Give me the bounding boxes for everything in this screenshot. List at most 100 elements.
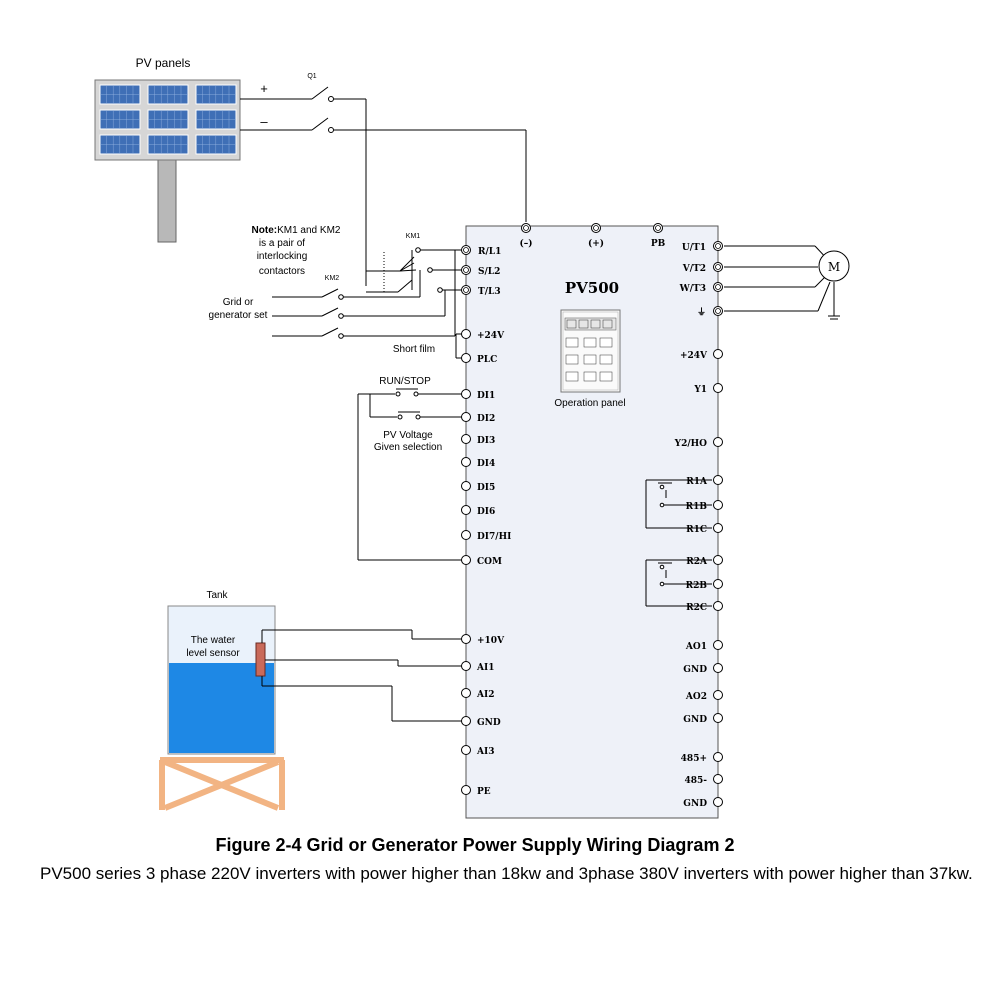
terminal-label: DI3 [477,436,495,446]
terminal-label: AI3 [476,747,494,757]
terminal-label: 485- [684,776,707,786]
plus-sign: + [260,81,268,96]
terminal-label: V/T2 [682,264,706,274]
motor-label: M [828,260,840,274]
terminal-right [713,774,723,784]
terminal-output [713,306,723,316]
inverter-name: PV500 [565,279,619,297]
terminal-left [461,389,471,399]
note-line3: interlocking [257,251,308,262]
terminal-label: R2B [686,581,708,591]
keypad-button [599,371,613,382]
pv-panels-label: PV panels [136,56,191,70]
terminal-label: S/L2 [478,267,500,277]
terminal-right [713,555,723,565]
short-film-label: Short film [393,344,435,355]
terminal-label: DI1 [477,391,495,401]
q1-label: Q1 [307,73,316,80]
terminal-right [713,349,723,359]
motor-symbol [818,250,850,282]
terminal-label: W/T3 [679,284,706,294]
terminal-left [461,688,471,698]
terminal-label: DI7/HI [477,532,511,542]
terminal-label: GND [683,665,707,675]
terminal-right [713,797,723,807]
terminal-block: (–)(+)PBR/L1S/L2T/L3U/T1V/T2W/T3⏚+24VPLC… [461,223,723,809]
keypad-button [583,354,597,365]
terminal-right [713,475,723,485]
terminal-label: +24V [477,331,505,341]
terminal-0 [521,223,531,233]
terminal-right [713,713,723,723]
terminal-label: R2C [686,603,707,613]
note-line4: contactors [259,266,305,277]
terminal-right [713,383,723,393]
terminal-label: R1B [686,502,708,512]
keypad-button [565,354,579,365]
tank-label: Tank [206,590,228,601]
terminal-left [461,716,471,726]
terminal-label: AI1 [476,663,494,673]
keypad-button [583,337,597,348]
terminal-label: GND [683,715,707,725]
terminal-2 [653,223,663,233]
sensor-wiring [261,629,462,722]
terminal-label: DI2 [477,414,495,424]
note-line2: is a pair of [259,238,305,249]
pv-cells [99,84,237,155]
terminal-label: R2A [686,557,708,567]
terminal-label: PLC [477,355,497,365]
minus-sign: – [260,114,268,129]
terminal-label: AO2 [685,692,707,702]
terminal-left [461,505,471,515]
terminal-left [461,353,471,363]
terminal-label: PE [477,787,491,797]
figure-description: PV500 series 3 phase 220V inverters with… [40,864,973,883]
terminal-left [461,634,471,644]
terminal-left [461,785,471,795]
terminal-left [461,661,471,671]
keypad-button [599,354,613,365]
grid-line1: Grid or [223,297,254,308]
terminal-output [713,282,723,292]
terminal-right [713,690,723,700]
terminal-right [713,500,723,510]
terminal-left [461,530,471,540]
terminal-label: (–) [519,238,532,249]
terminal-label: AI2 [476,690,494,700]
note-bold: Note: [252,225,278,236]
km2-label: KM2 [325,275,340,282]
terminal-label: GND [477,718,501,728]
terminal-label: PB [651,239,666,249]
terminal-label: Y2/HO [674,439,707,449]
terminal-label: ⏚ [697,307,706,318]
terminal-left [461,481,471,491]
terminal-right [713,663,723,673]
q1-breaker [240,86,527,286]
terminal-right [713,523,723,533]
note-line1: KM1 and KM2 [277,225,341,236]
run-stop-label: RUN/STOP [379,376,431,387]
pv-voltage-line2: Given selection [374,442,442,453]
svg-text:Note:KM1 and KM2: Note:KM1 and KM2 [252,225,341,236]
terminal-left [461,434,471,444]
terminal-1 [591,223,601,233]
note: Note:KM1 and KM2 is a pair of interlocki… [252,225,341,277]
water-level [169,663,274,753]
terminal-label: Y1 [693,385,707,395]
terminal-label: U/T1 [682,243,706,253]
di-switches [357,388,462,561]
km1-contactor [366,247,462,293]
tank-stand [159,757,285,811]
pv-voltage-line1: PV Voltage [383,430,433,441]
terminal-right [713,601,723,611]
terminal-label: +24V [680,351,708,361]
terminal-left [461,329,471,339]
terminal-right [713,752,723,762]
terminal-left [461,555,471,565]
terminal-label: DI5 [477,483,495,493]
keypad-button [565,371,579,382]
terminal-label: R1A [686,477,708,487]
terminal-right [713,640,723,650]
terminal-label: 485+ [681,754,707,764]
